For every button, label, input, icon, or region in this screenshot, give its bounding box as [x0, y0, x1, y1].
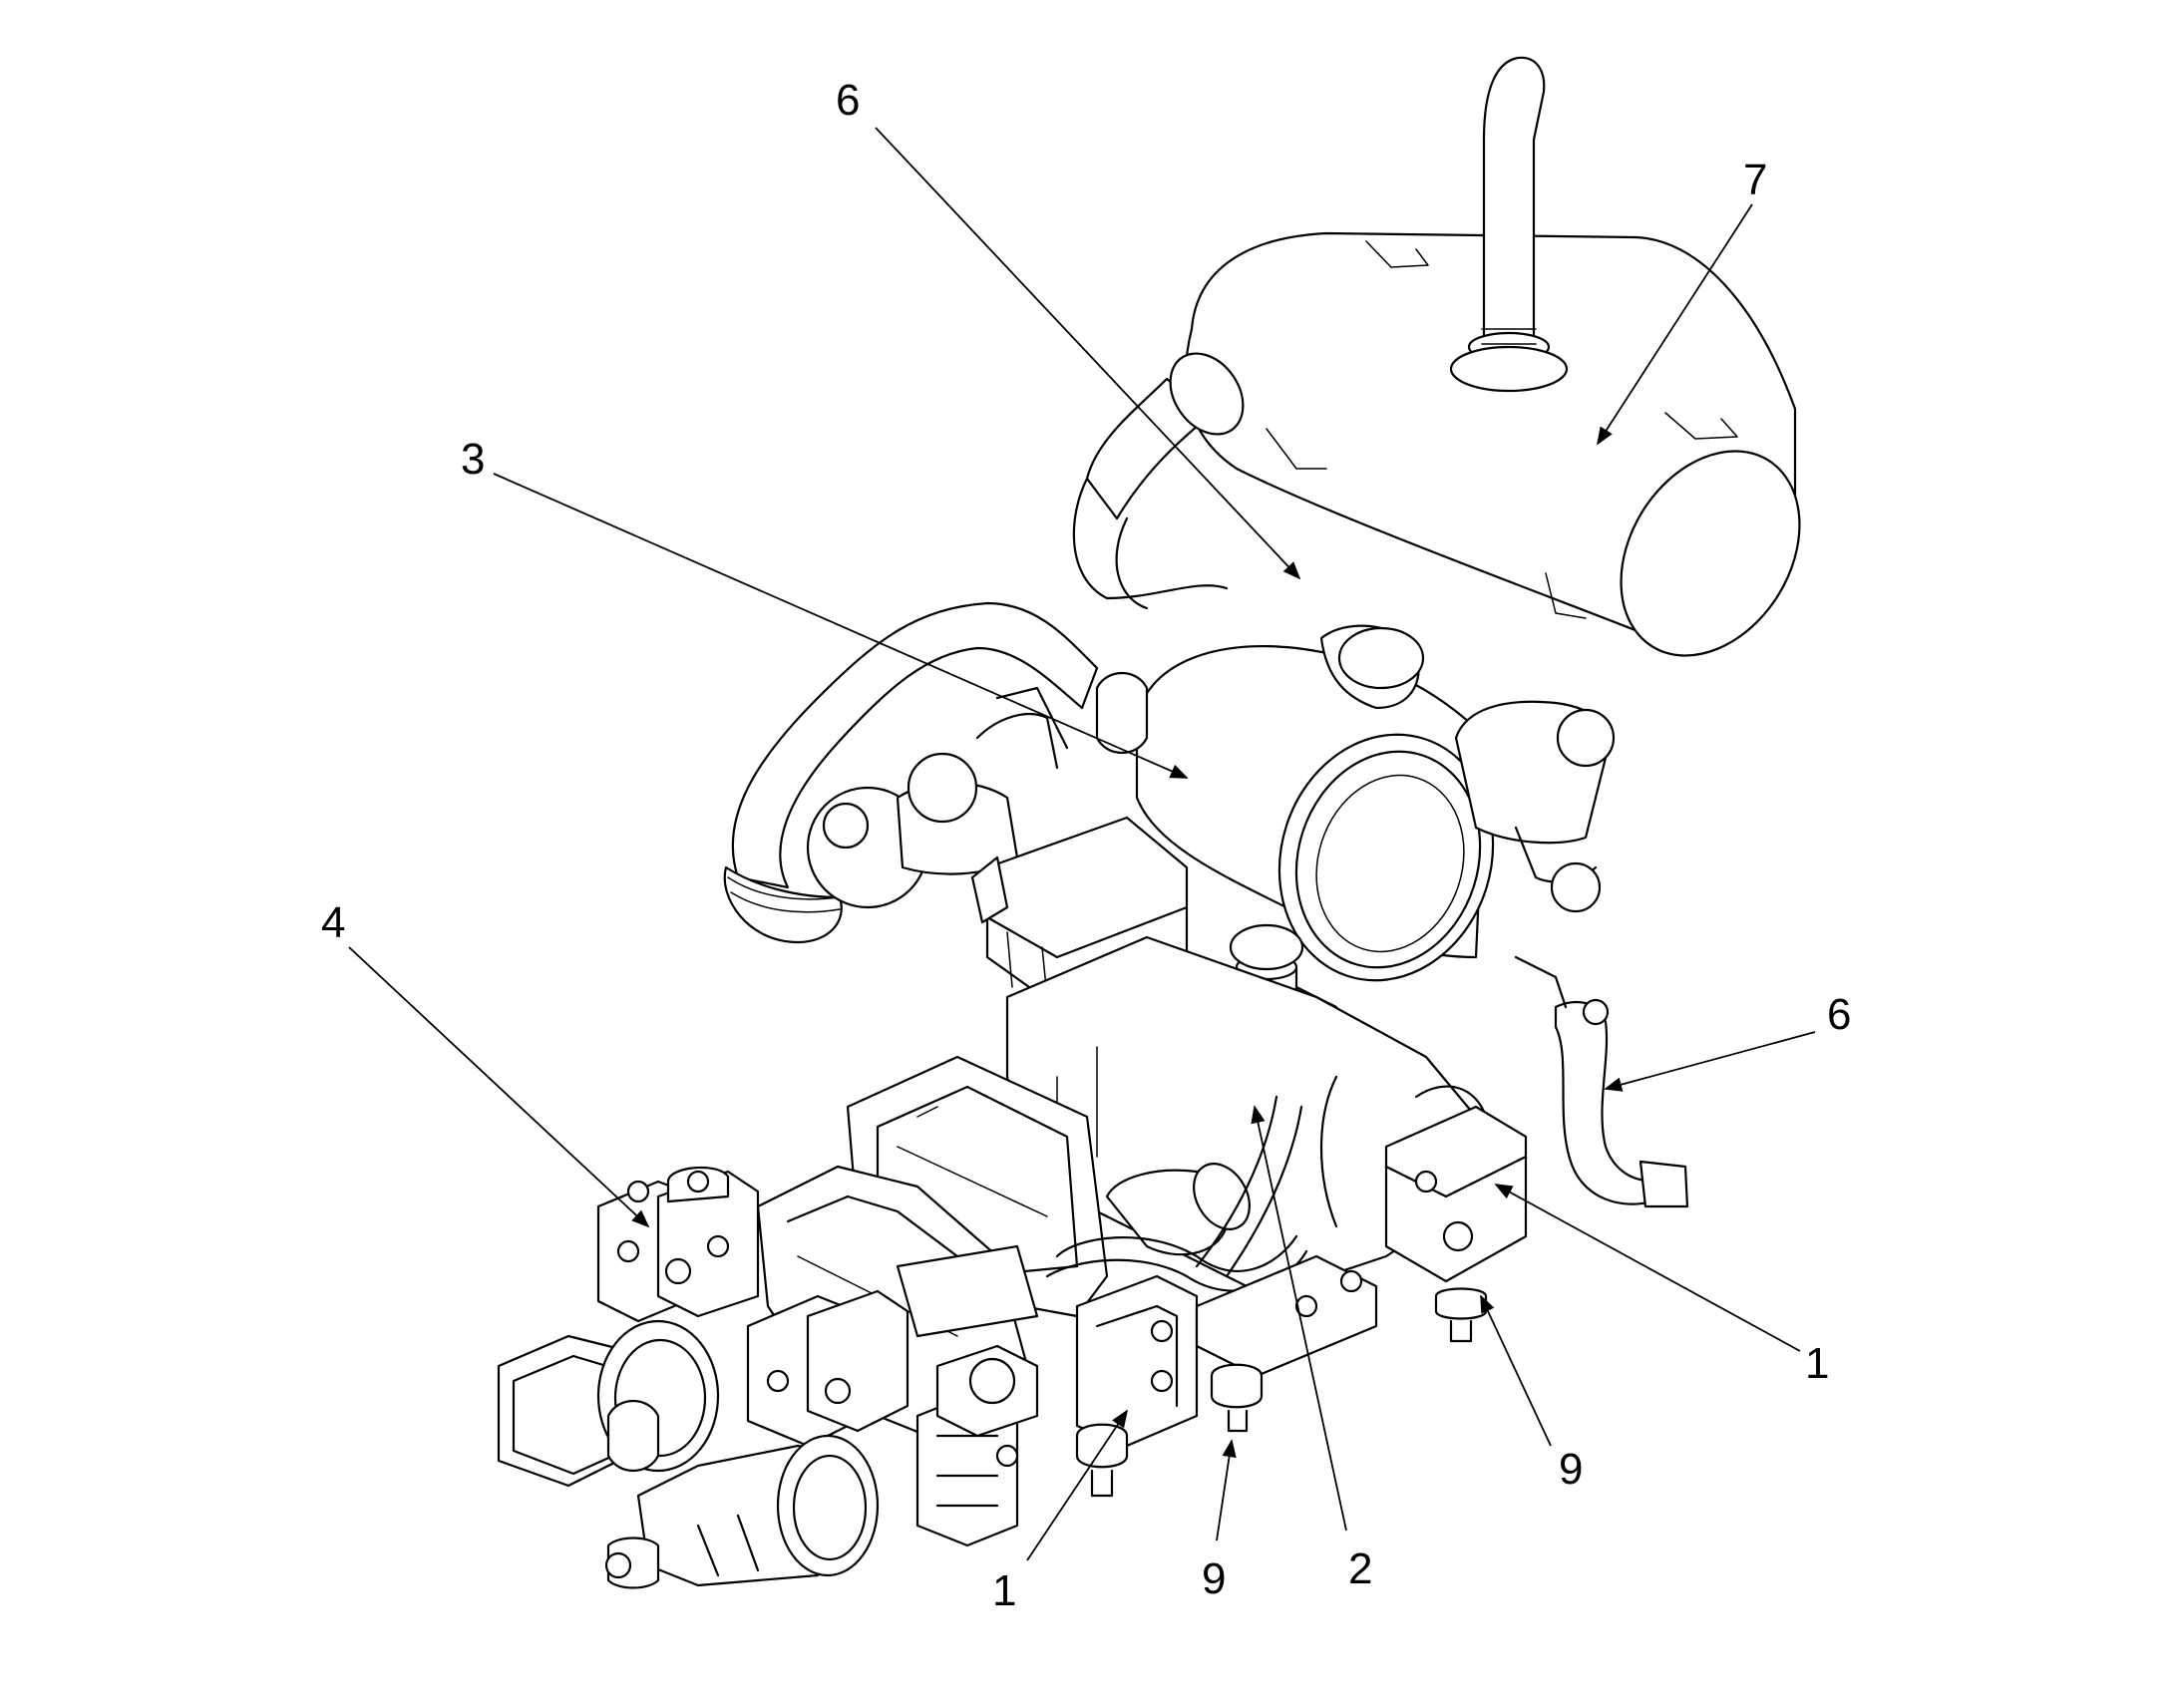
callout-6-top: 6	[836, 76, 860, 125]
callout-1-right: 1	[1805, 1339, 1829, 1388]
callout-6-right: 6	[1827, 990, 1851, 1039]
alternator	[1454, 700, 1616, 913]
muffler	[1184, 231, 1801, 657]
turbocharger	[806, 686, 1069, 909]
engine-mount-left	[1075, 1274, 1199, 1498]
exhaust-pipe	[1072, 352, 1245, 610]
callout-4: 4	[321, 898, 345, 947]
hydraulic-pump	[596, 1166, 909, 1448]
gear-pump-bottom	[604, 1434, 880, 1589]
callout-9-center: 9	[1202, 1554, 1226, 1603]
control-valve	[915, 1344, 1039, 1547]
callout-7: 7	[1743, 156, 1767, 204]
callout-labels: 6 7 3 4 6 1 9 2 9 1	[321, 76, 1851, 1615]
auxiliary-pump-left	[497, 1319, 720, 1488]
engine-mount-right	[1384, 1105, 1528, 1343]
callout-2: 2	[1348, 1544, 1372, 1593]
callout-3: 3	[461, 435, 485, 484]
air-filter	[1095, 624, 1495, 982]
starter-motor	[1105, 1095, 1303, 1278]
callout-1-left: 1	[992, 1566, 1016, 1615]
leader-lines	[348, 127, 1816, 1561]
intake-hose	[723, 601, 1099, 944]
engine-mount-center	[1195, 1254, 1378, 1433]
coolant-hose	[1514, 955, 1689, 1208]
exhaust-tailpipe	[1449, 56, 1569, 393]
callout-9-right: 9	[1559, 1445, 1583, 1494]
